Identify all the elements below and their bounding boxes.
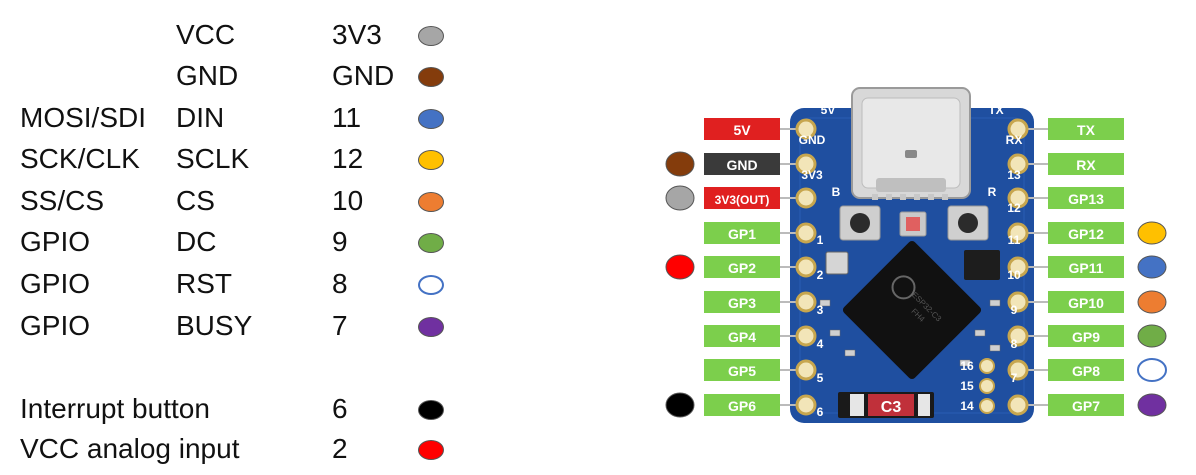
silkscreen-label: 15 xyxy=(960,379,974,393)
silkscreen-label: 10 xyxy=(1007,268,1021,282)
usb-c-pad xyxy=(914,194,920,200)
silkscreen-label: 13 xyxy=(1007,168,1021,182)
left-pin-label: GP1 xyxy=(728,226,756,242)
bottom-pin-header xyxy=(980,359,994,373)
silkscreen-label: 12 xyxy=(1007,201,1021,215)
left-pin-label: GND xyxy=(726,157,757,173)
silkscreen-label: 9 xyxy=(1011,303,1018,317)
usb-c-shell xyxy=(862,98,960,188)
right-pin-label: GP8 xyxy=(1072,363,1100,379)
right-pin-label: GP9 xyxy=(1072,329,1100,345)
smd-component xyxy=(975,330,985,336)
right-pin-label: GP10 xyxy=(1068,295,1104,311)
smd-component xyxy=(990,300,1000,306)
chip-label: C3 xyxy=(881,399,902,416)
left-pin-label: GP4 xyxy=(728,329,756,345)
crystal xyxy=(826,252,848,274)
left-pin-header xyxy=(797,396,815,414)
left-pin-header xyxy=(797,224,815,242)
right-pin-color-dot xyxy=(1138,256,1166,278)
smd-component xyxy=(845,350,855,356)
left-pin-color-dot xyxy=(666,186,694,210)
bottom-pin-header xyxy=(980,379,994,393)
left-pin-label: GP6 xyxy=(728,398,756,414)
antenna-pad xyxy=(850,394,864,416)
silkscreen-label: 3V3 xyxy=(801,168,823,182)
left-pin-header xyxy=(797,361,815,379)
antenna-pad xyxy=(918,394,930,416)
smd-component xyxy=(990,345,1000,351)
left-pin-label: 5V xyxy=(733,122,751,138)
left-pin-label: GP3 xyxy=(728,295,756,311)
usb-c-notch xyxy=(905,150,917,158)
silkscreen-label: B xyxy=(832,185,841,199)
silkscreen-label: R xyxy=(988,185,997,199)
silkscreen-label: 16 xyxy=(960,359,974,373)
right-pin-header xyxy=(1009,396,1027,414)
silkscreen-label: 2 xyxy=(817,268,824,282)
usb-c-pad xyxy=(886,194,892,200)
bottom-pin-header xyxy=(980,399,994,413)
left-pin-label: GP5 xyxy=(728,363,756,379)
usb-c-pad xyxy=(928,194,934,200)
right-pin-color-dot xyxy=(1138,394,1166,416)
right-pin-color-dot xyxy=(1138,291,1166,313)
silkscreen-label: 3 xyxy=(817,303,824,317)
right-pin-color-dot xyxy=(1138,359,1166,381)
right-pin-label: GP11 xyxy=(1068,260,1103,276)
left-pin-header xyxy=(797,258,815,276)
silkscreen-label: 4 xyxy=(817,337,824,351)
smd-component xyxy=(830,330,840,336)
left-pin-label: 3V3(OUT) xyxy=(715,193,770,207)
silkscreen-label: TX xyxy=(988,103,1003,117)
right-pin-label: RX xyxy=(1076,157,1096,173)
usb-c-pad xyxy=(942,194,948,200)
silkscreen-label: 6 xyxy=(817,405,824,419)
usb-c-mouth xyxy=(876,178,946,192)
right-pin-color-dot xyxy=(1138,222,1166,244)
silkscreen-label: 14 xyxy=(960,399,974,413)
usb-c-pad xyxy=(900,194,906,200)
regulator xyxy=(964,250,1000,280)
right-pin-label: GP13 xyxy=(1068,191,1104,207)
silkscreen-label: 1 xyxy=(817,233,824,247)
silkscreen-label: 5V xyxy=(821,103,836,117)
right-pin-label: GP12 xyxy=(1068,226,1104,242)
silkscreen-label: GND xyxy=(799,133,826,147)
left-pin-color-dot xyxy=(666,152,694,176)
left-pin-header xyxy=(797,189,815,207)
silkscreen-label: 7 xyxy=(1011,371,1018,385)
left-pin-label: GP2 xyxy=(728,260,756,276)
rgb-led-core xyxy=(906,217,920,231)
reset-button-cap xyxy=(958,213,978,233)
right-pin-color-dot xyxy=(1138,325,1166,347)
right-pin-label: TX xyxy=(1077,122,1096,138)
silkscreen-label: 11 xyxy=(1008,233,1021,247)
left-pin-header xyxy=(797,293,815,311)
usb-c-pad xyxy=(872,194,878,200)
silkscreen-label: RX xyxy=(1006,133,1023,147)
left-pin-color-dot xyxy=(666,255,694,279)
left-pin-header xyxy=(797,327,815,345)
boot-button-cap xyxy=(850,213,870,233)
right-pin-label: GP7 xyxy=(1072,398,1100,414)
left-pin-color-dot xyxy=(666,393,694,417)
silkscreen-label: 8 xyxy=(1011,337,1018,351)
silkscreen-label: 5 xyxy=(817,371,824,385)
